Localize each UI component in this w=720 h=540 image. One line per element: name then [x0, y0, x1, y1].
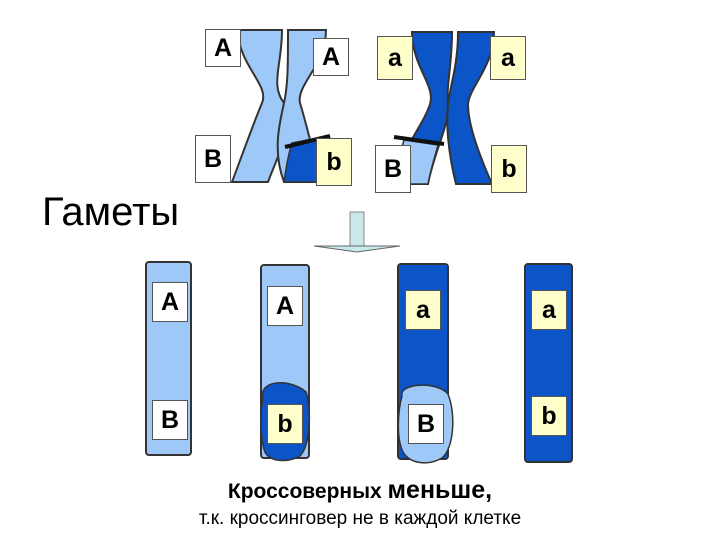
- caption-line-1-emphasis: меньше,: [387, 476, 493, 504]
- caption-line-2: т.к. кроссинговер не в каждой клетке: [198, 508, 522, 529]
- allele-label-b: b: [316, 138, 352, 186]
- gamete-1-bottom-allele: B: [152, 400, 188, 440]
- allele-label-b: b: [491, 145, 527, 193]
- allele-label-a: a: [490, 36, 526, 80]
- caption-line-1-start: Кроссоверных: [227, 480, 388, 503]
- down-arrow-icon: [313, 211, 401, 253]
- chromatid-left-1: [230, 29, 290, 183]
- gametes-title: Гаметы: [42, 190, 180, 234]
- allele-label-A: A: [205, 29, 241, 67]
- gamete-1-top-allele: A: [152, 282, 188, 322]
- caption-line-1: Кроссоверных меньше,: [0, 476, 720, 505]
- gamete-4-bottom-allele: b: [531, 396, 567, 436]
- crossover-line-left: [284, 134, 331, 149]
- allele-label-A: A: [313, 38, 349, 76]
- allele-label-B: B: [195, 135, 231, 183]
- crossover-line-right: [393, 135, 445, 146]
- gamete-2-bottom-allele: b: [267, 404, 303, 444]
- gamete-2-top-allele: A: [267, 286, 303, 326]
- allele-label-B: B: [375, 145, 411, 193]
- gamete-3-top-allele: a: [405, 290, 441, 330]
- gamete-3-bottom-allele: B: [408, 404, 444, 444]
- gamete-4-top-allele: a: [531, 290, 567, 330]
- allele-label-a: a: [377, 36, 413, 80]
- chromatid-right-2: [446, 31, 496, 185]
